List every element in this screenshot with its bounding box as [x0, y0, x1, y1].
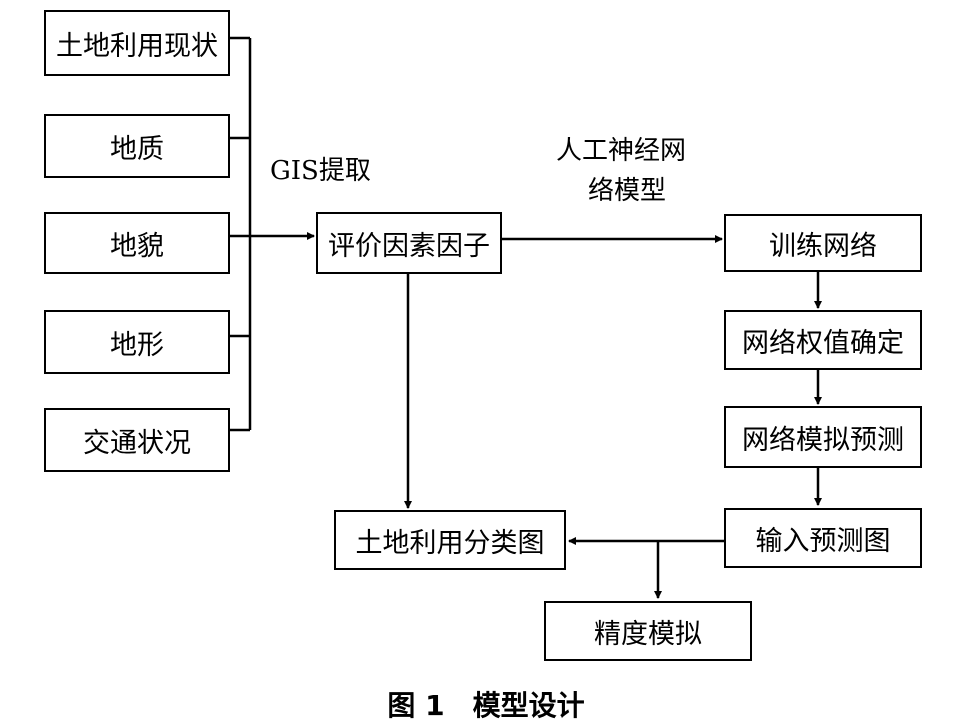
box-landform: 地貌: [44, 212, 230, 274]
box-geology: 地质: [44, 114, 230, 178]
box-accuracy-simulation: 精度模拟: [544, 601, 752, 661]
label-ann-line2: 络模型: [588, 176, 667, 206]
box-terrain: 地形: [44, 310, 230, 374]
box-input-prediction-map: 输入预测图: [724, 508, 922, 568]
box-traffic: 交通状况: [44, 408, 230, 472]
label-ann-line1: 人工神经网: [556, 136, 687, 166]
box-network-weights: 网络权值确定: [724, 310, 922, 370]
box-land-use-classification: 土地利用分类图: [334, 510, 566, 570]
box-evaluation-factors: 评价因素因子: [316, 212, 502, 274]
box-network-simulation: 网络模拟预测: [724, 406, 922, 468]
figure-caption: 图 1 模型设计: [387, 689, 585, 722]
box-train-network: 训练网络: [724, 214, 922, 272]
label-gis-extraction: GIS提取: [270, 156, 371, 186]
box-land-use-status: 土地利用现状: [44, 10, 230, 76]
